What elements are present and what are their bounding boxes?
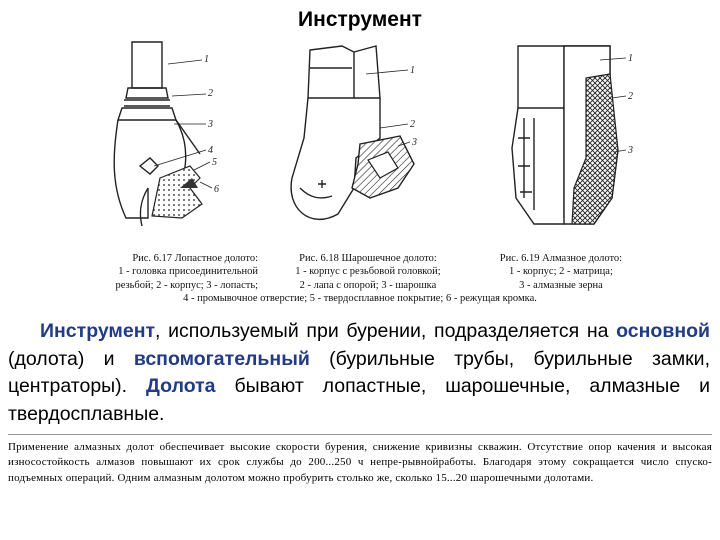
fig1-callout-4: 4 bbox=[208, 145, 213, 156]
main-paragraph: Инструмент, используемый при бурении, по… bbox=[8, 318, 710, 428]
fig2-legend-line1: 1 - корпус с резьбовой головкой; bbox=[295, 266, 441, 278]
fig3-caption: Рис. 6.19 Алмазное долото: bbox=[499, 253, 623, 264]
fig2-callout-1: 1 bbox=[410, 65, 415, 76]
term-auxiliary: вспомогательный bbox=[133, 347, 310, 370]
term-bits: Долота bbox=[146, 375, 216, 397]
main-text-segment: , используемый при бурении, подразделяет… bbox=[155, 320, 617, 342]
fig1-callout-3: 3 bbox=[207, 119, 213, 130]
fig2-legend-line2: 2 - лапа с опорой; 3 - шарошка bbox=[299, 279, 437, 291]
diamond-bit-figure: 1 2 3 bbox=[511, 45, 633, 225]
fig3-callout-3: 3 bbox=[627, 145, 633, 156]
main-text-segment: (бурильные трубы, бурильные замки, центр… bbox=[8, 347, 710, 398]
fig3-callout-1: 1 bbox=[628, 53, 633, 64]
page-title: Инструмент bbox=[298, 8, 422, 31]
fig2-callout-3: 3 bbox=[411, 137, 417, 148]
fig3-legend-line1: 1 - корпус; 2 - матрица; bbox=[508, 266, 613, 278]
fig1-legend-line3: 4 - промывочное отверстие; 5 - твердоспл… bbox=[183, 293, 537, 305]
divider bbox=[8, 434, 712, 435]
fig1-legend-line1: 1 - головка присоединительной bbox=[118, 266, 259, 278]
figure-strip: 1 2 3 4 5 6 1 bbox=[60, 38, 660, 248]
main-text-segment: бывают лопастные, шарошечные, алмазные и… bbox=[8, 375, 710, 425]
fig2-caption: Рис. 6.18 Шарошечное долото: bbox=[299, 253, 437, 264]
blade-bit-figure: 1 2 3 4 5 6 bbox=[113, 41, 219, 227]
fig1-callout-2: 2 bbox=[208, 88, 213, 99]
fig1-callout-1: 1 bbox=[204, 54, 209, 65]
fig1-legend-line2: резьбой; 2 - корпус; 3 - лопасть; bbox=[115, 279, 259, 291]
fig1-callout-6: 6 bbox=[214, 184, 219, 195]
diamond-bit-paragraph: Применение алмазных долот обеспечивает в… bbox=[8, 441, 712, 484]
fig2-callout-2: 2 bbox=[410, 119, 415, 130]
figure-captions: Рис. 6.17 Лопастное долото: Рис. 6.18 Ша… bbox=[70, 252, 650, 306]
term-instrument: Инструмент bbox=[40, 320, 156, 342]
term-basic: основной bbox=[616, 320, 710, 342]
main-text-segment: (долота) и bbox=[8, 347, 134, 370]
fig3-legend-line2: 3 - алмазные зерна bbox=[519, 279, 603, 291]
fig1-callout-5: 5 bbox=[212, 157, 217, 168]
fig3-callout-2: 2 bbox=[628, 91, 633, 102]
fig1-caption: Рис. 6.17 Лопастное долото: bbox=[132, 253, 259, 264]
roller-cone-bit-figure: 1 2 3 bbox=[290, 45, 417, 220]
